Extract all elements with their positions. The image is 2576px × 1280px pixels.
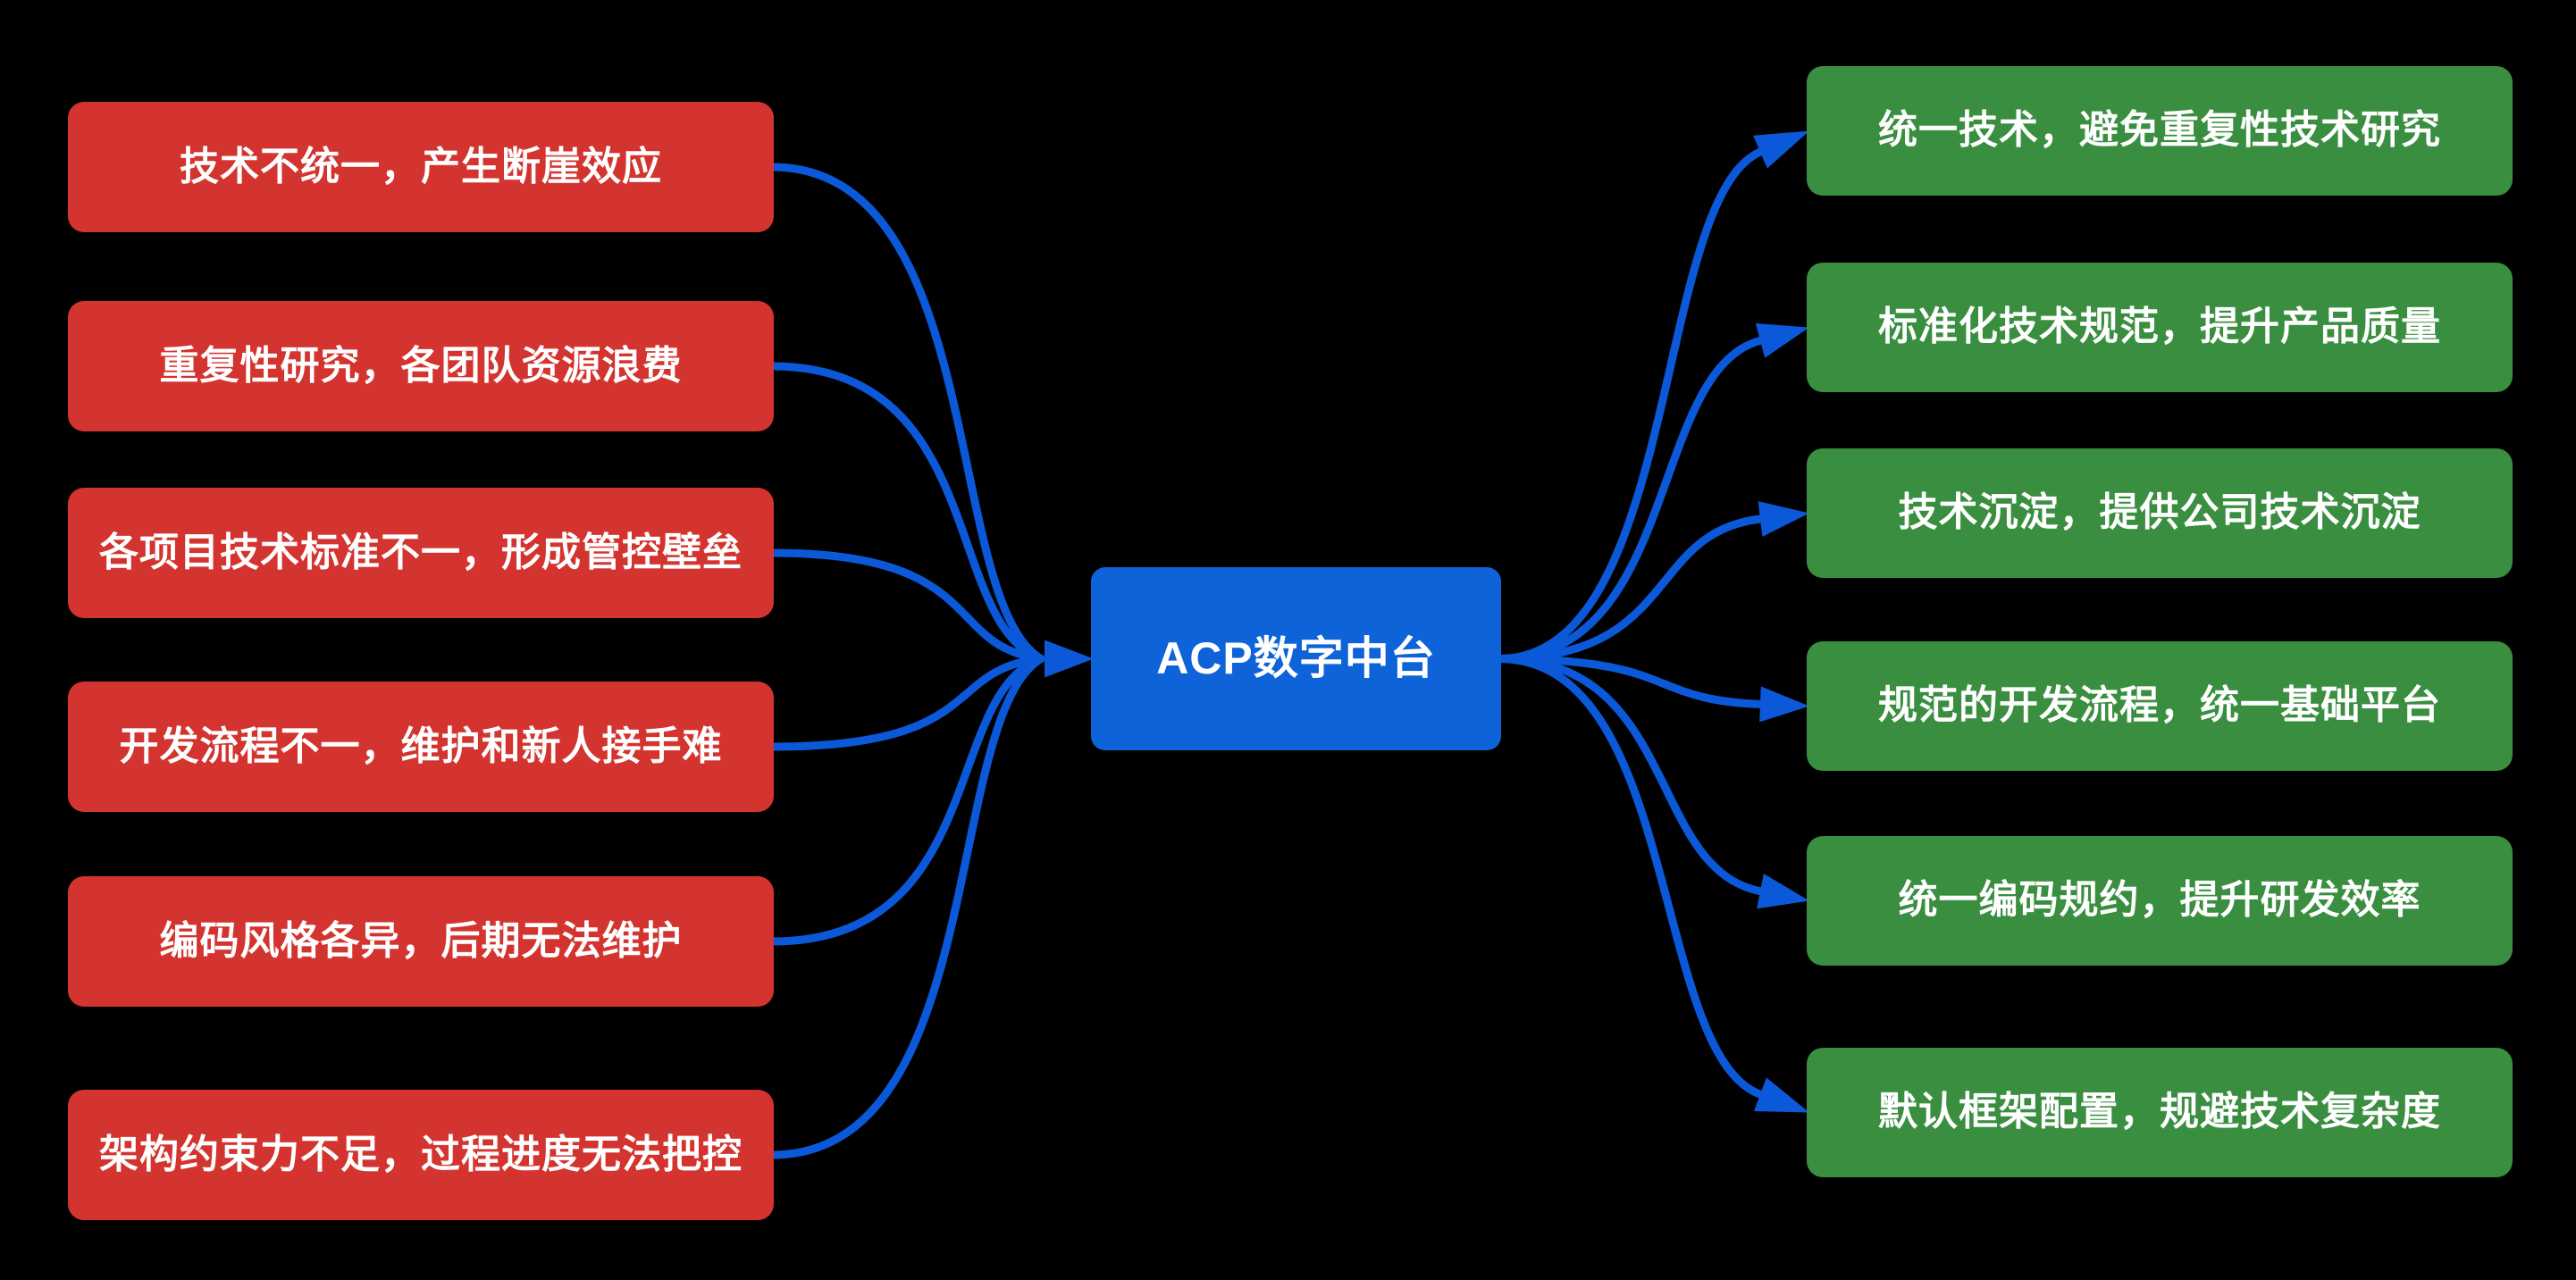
- problem-node: 技术不统一，产生断崖效应: [68, 102, 774, 232]
- problem-node: 各项目技术标准不一，形成管控壁垒: [68, 488, 774, 618]
- problem-node: 重复性研究，各团队资源浪费: [68, 301, 774, 431]
- benefit-node: 规范的开发流程，统一基础平台: [1807, 641, 2513, 771]
- benefit-node: 默认框架配置，规避技术复杂度: [1807, 1048, 2513, 1177]
- problem-node: 开发流程不一，维护和新人接手难: [68, 682, 774, 812]
- benefit-node: 技术沉淀，提供公司技术沉淀: [1807, 448, 2513, 578]
- problem-node: 架构约束力不足，过程进度无法把控: [68, 1090, 774, 1220]
- benefit-node: 标准化技术规范，提升产品质量: [1807, 263, 2513, 392]
- benefit-node: 统一编码规约，提升研发效率: [1807, 836, 2513, 966]
- problem-node: 编码风格各异，后期无法维护: [68, 876, 774, 1007]
- benefit-node: 统一技术，避免重复性技术研究: [1807, 66, 2513, 196]
- center-node: ACP数字中台: [1091, 567, 1501, 750]
